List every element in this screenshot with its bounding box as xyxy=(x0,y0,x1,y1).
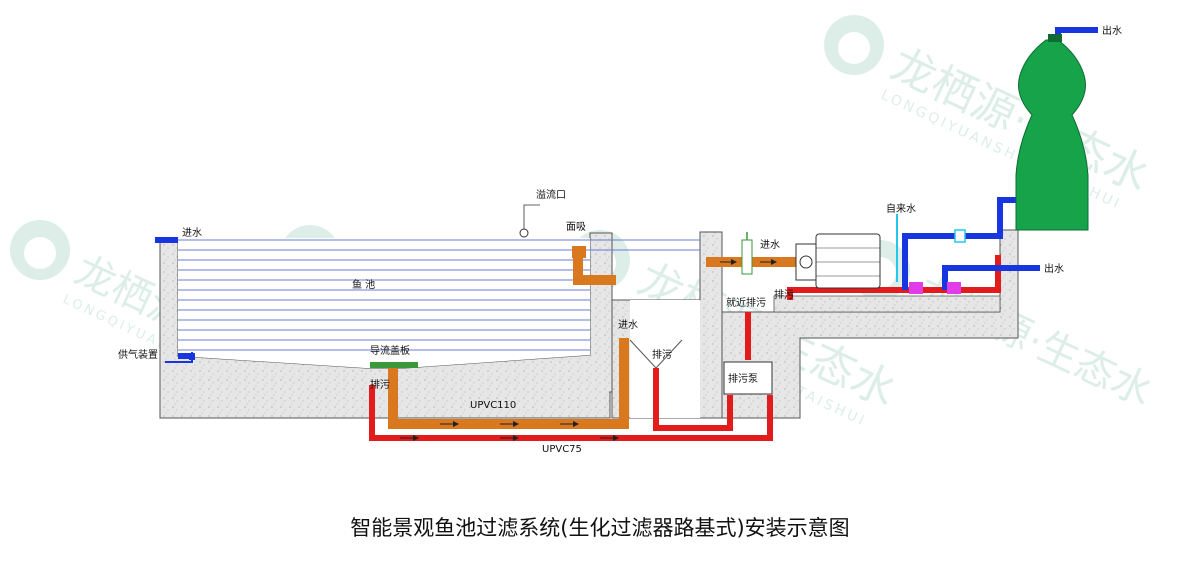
concrete-structure xyxy=(159,229,1019,419)
label-diversion-cover: 导流盖板 xyxy=(370,344,410,357)
label-overflow-port: 溢流口 xyxy=(536,188,566,201)
filter-pump-unit xyxy=(795,233,881,289)
valve-icon xyxy=(947,282,961,294)
aeration-line xyxy=(165,352,193,363)
label-drain-sump: 排污 xyxy=(652,348,672,361)
label-nearby-drain: 就近排污 xyxy=(726,296,766,309)
label-drain-filter: 排污 xyxy=(774,288,794,301)
biofilter-tank-top xyxy=(1048,34,1062,42)
diagram-caption: 智能景观鱼池过滤系统(生化过滤器路基式)安装示意图 xyxy=(350,516,850,540)
drain-pipe xyxy=(369,255,1001,441)
label-fish-pond: 鱼 池 xyxy=(352,278,375,291)
label-drain-pump: 排污泵 xyxy=(728,372,758,385)
overflow-port-marker xyxy=(519,204,540,238)
label-outlet-side: 出水 xyxy=(1044,262,1064,275)
pond-water xyxy=(178,239,700,351)
label-inlet-center: 进水 xyxy=(618,319,638,331)
label-outlet-top: 出水 xyxy=(1102,24,1122,37)
flow-arrows xyxy=(400,259,777,441)
label-surface-suction: 面吸 xyxy=(566,222,586,233)
inlet-valve-icon xyxy=(741,232,753,275)
valve-icon xyxy=(954,229,966,243)
label-tap-water: 自来水 xyxy=(886,202,916,215)
label-aeration-device: 供气装置 xyxy=(118,348,158,361)
biofilter-tank xyxy=(1015,39,1089,231)
drain-pump xyxy=(723,361,773,395)
label-drain-bottom: 排污 xyxy=(370,378,390,391)
label-pipe-upvc75: UPVC75 xyxy=(542,444,582,455)
label-inlet-filter: 进水 xyxy=(760,239,780,251)
label-inlet-left: 进水 xyxy=(182,227,202,239)
surface-skimmer xyxy=(572,246,586,258)
valve-icon xyxy=(909,282,923,294)
label-pipe-upvc110: UPVC110 xyxy=(470,400,516,411)
diversion-cover xyxy=(370,362,418,368)
